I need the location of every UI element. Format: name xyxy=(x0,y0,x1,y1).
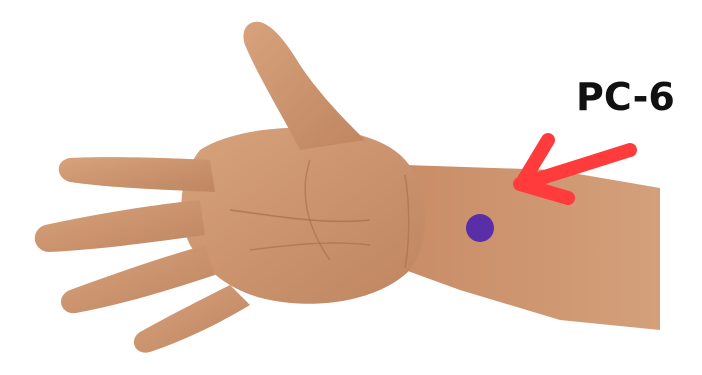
point-label: PC-6 xyxy=(576,78,675,116)
index-finger xyxy=(59,157,215,192)
ring-finger xyxy=(61,245,215,313)
palm xyxy=(181,128,425,304)
pinky-finger xyxy=(134,285,250,353)
middle-finger xyxy=(35,200,205,252)
pc6-point-marker xyxy=(466,214,494,242)
